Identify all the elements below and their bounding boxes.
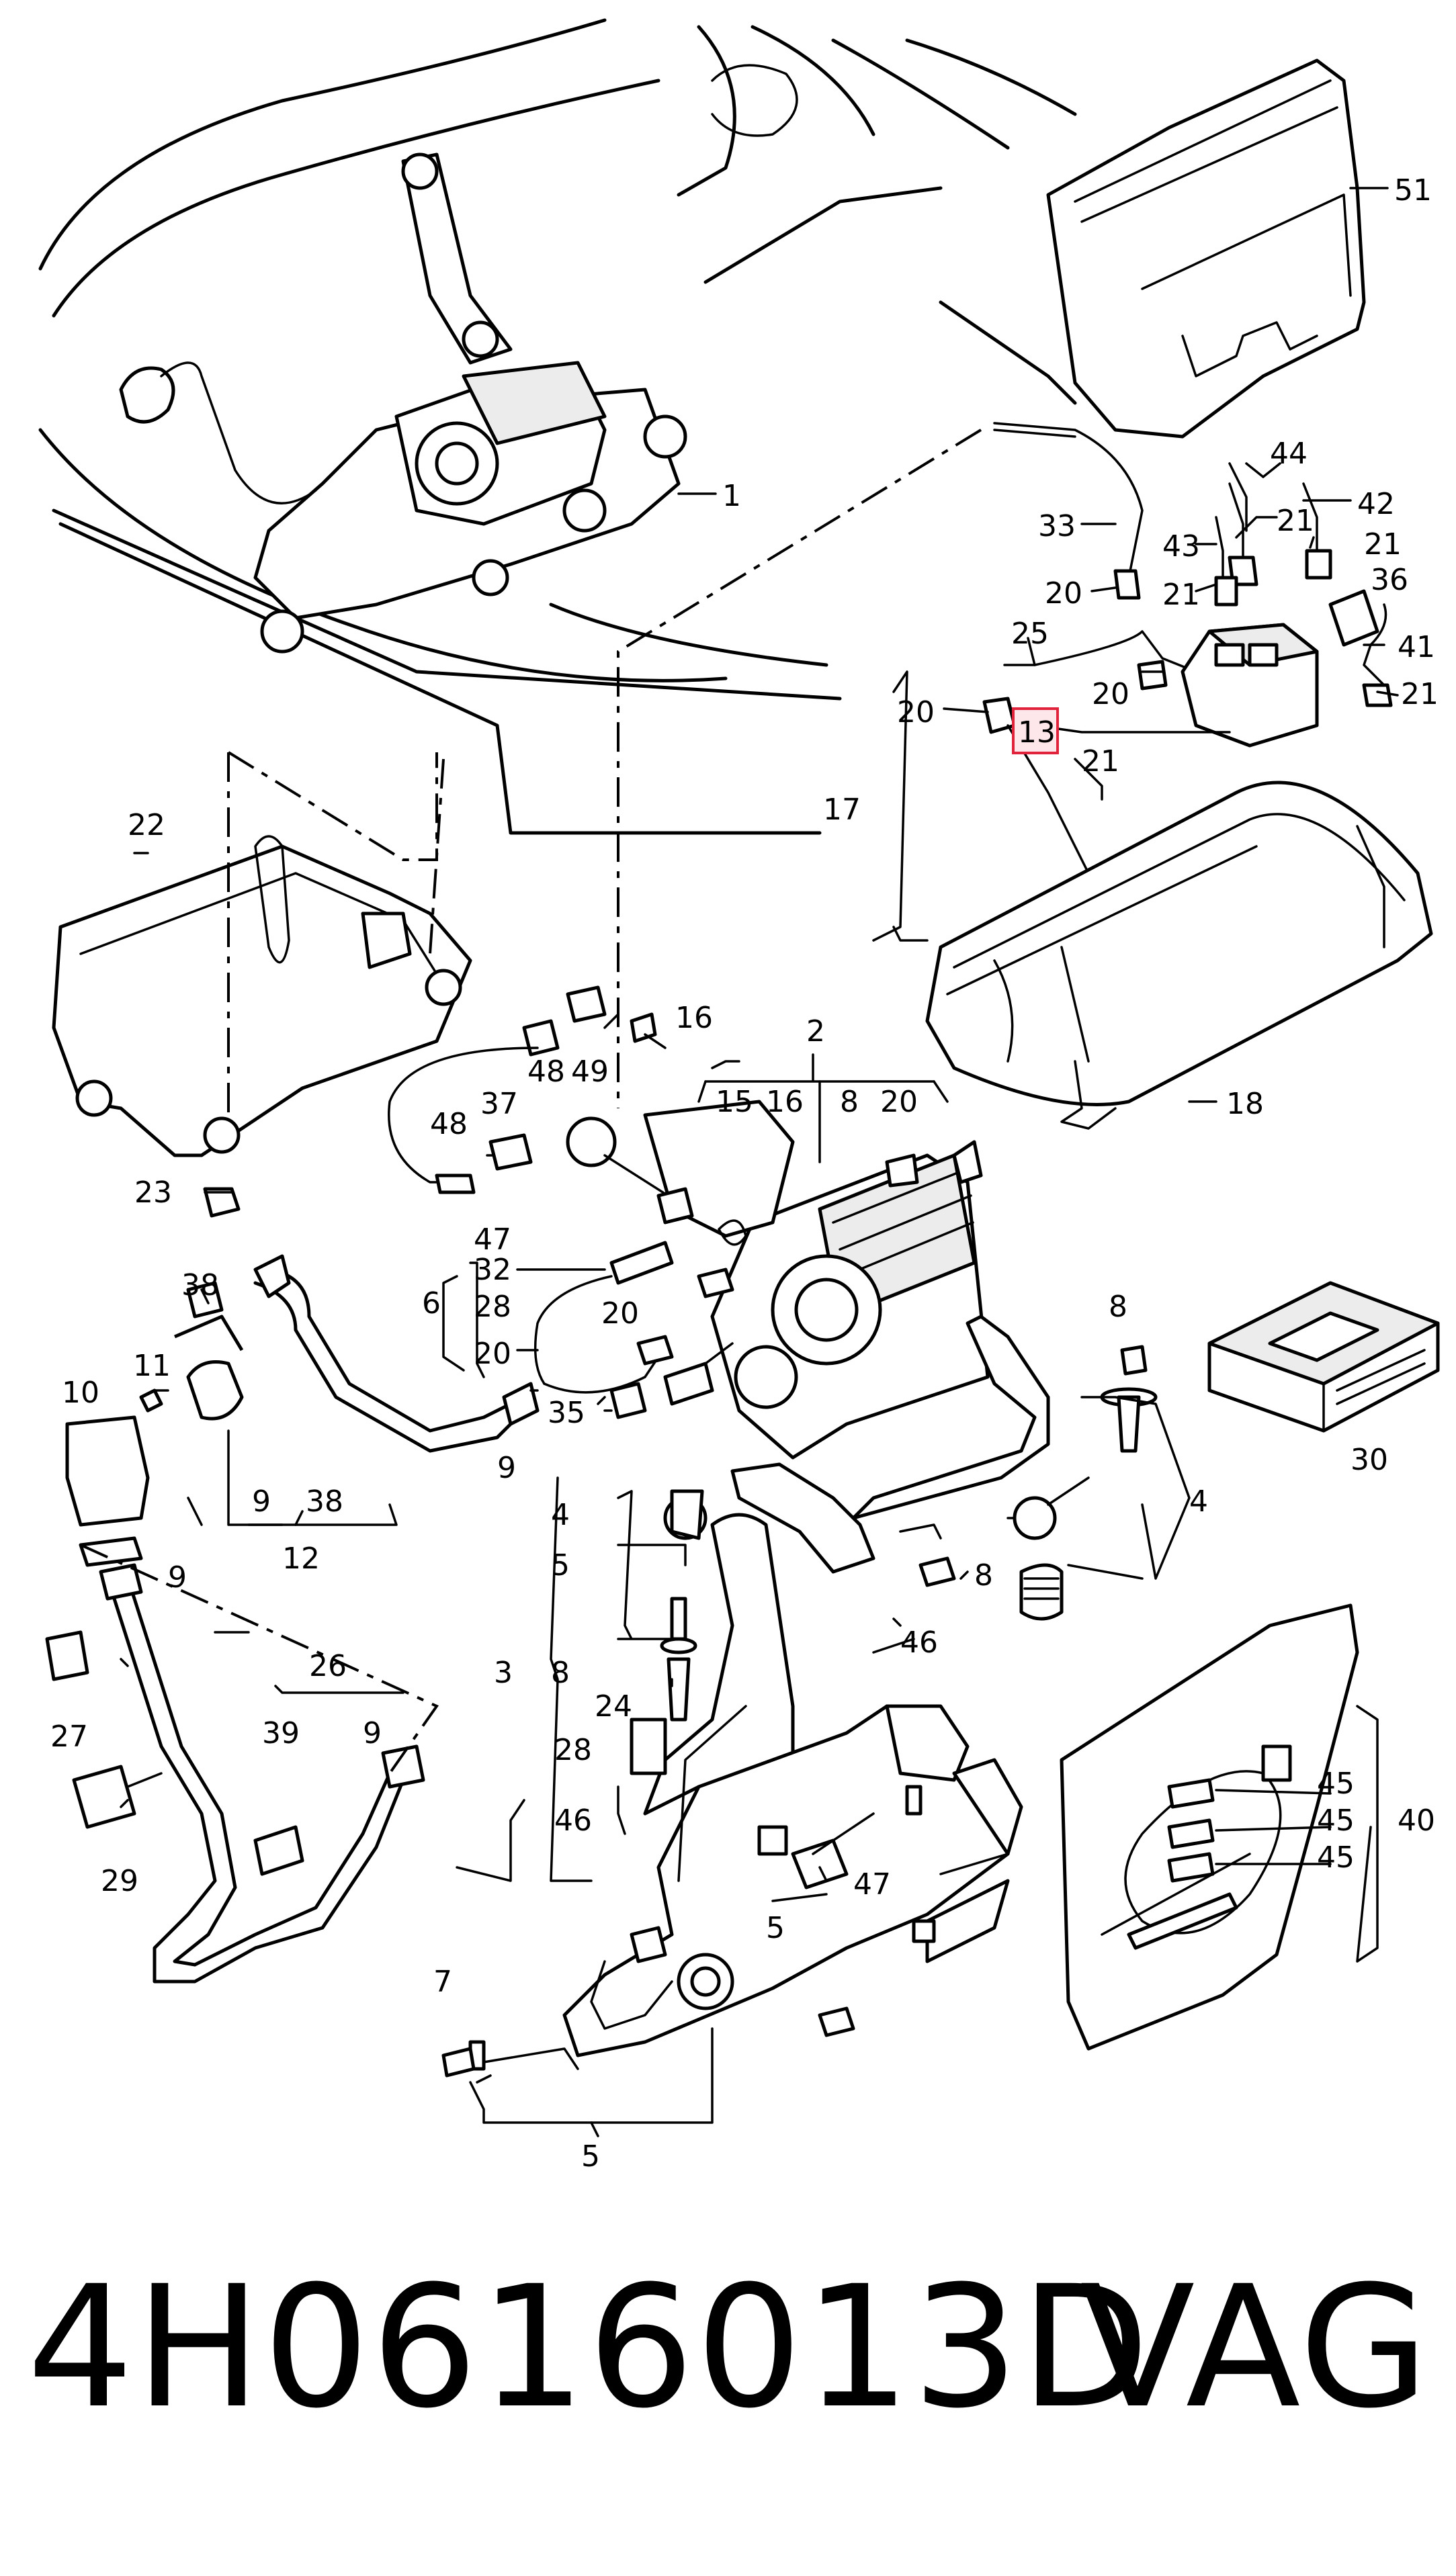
callout-20e: 20: [601, 1296, 639, 1331]
heat-shield-part-22: [52, 751, 472, 1218]
callout-17: 17: [823, 793, 861, 827]
callout-45a: 45: [1317, 1767, 1355, 1801]
callout-21e: 21: [1082, 744, 1119, 779]
leader-lines: [120, 187, 1399, 2137]
cover-part-51: [1046, 58, 1366, 439]
vehicle-body-outline: [38, 18, 1077, 835]
callout-7: 7: [433, 1965, 452, 1999]
callout-29: 29: [101, 1864, 138, 1898]
callout-41: 41: [1398, 630, 1435, 664]
callout-45b: 45: [1317, 1804, 1355, 1838]
callout-1: 1: [722, 479, 741, 513]
callout-13: 13: [1018, 715, 1056, 750]
callout-2: 2: [806, 1014, 825, 1049]
callout-27: 27: [50, 1720, 88, 1754]
callout-12: 12: [282, 1542, 320, 1576]
callout-32: 32: [474, 1253, 511, 1287]
callout-39: 39: [262, 1716, 300, 1750]
connection-lines: [80, 429, 982, 1775]
callout-48b: 48: [430, 1107, 468, 1141]
callout-8c: 8: [974, 1558, 993, 1593]
callout-44: 44: [1270, 437, 1308, 471]
repair-kit-bag: [1060, 1603, 1359, 2051]
callout-5b: 5: [766, 1911, 785, 1945]
callout-38b: 38: [306, 1484, 343, 1519]
callout-8d: 8: [551, 1656, 570, 1690]
callout-38a: 38: [181, 1268, 219, 1302]
callout-33: 33: [1038, 509, 1076, 543]
callout-37: 37: [480, 1087, 518, 1121]
callout-28b: 28: [554, 1733, 592, 1767]
callout-20b: 20: [1092, 677, 1129, 711]
intake-hose-group: [45, 1254, 540, 1984]
callout-21d: 21: [1401, 677, 1439, 711]
callout-48a: 48: [527, 1055, 565, 1089]
callout-47b: 47: [853, 1867, 891, 1902]
callout-22: 22: [128, 808, 165, 842]
callout-46a: 46: [900, 1626, 938, 1660]
air-lines-group-6: [533, 1241, 734, 1419]
callout-20f: 20: [474, 1337, 511, 1371]
callout-15: 15: [716, 1085, 753, 1119]
callout-36: 36: [1371, 563, 1408, 597]
subframe: [441, 1513, 1023, 2078]
callout-3: 3: [494, 1656, 513, 1690]
callout-21a: 21: [1277, 504, 1314, 538]
control-unit-part-30: [1207, 1281, 1440, 1433]
callout-5c: 5: [581, 2139, 600, 2174]
callout-28a: 28: [474, 1290, 511, 1324]
callout-9c: 9: [168, 1560, 187, 1595]
callout-24: 24: [595, 1689, 632, 1724]
callout-20c: 20: [897, 695, 935, 729]
callout-9d: 9: [363, 1716, 382, 1750]
callout-labels: 51 1 44 42 21 21 33 43 21 20 36 25 41 20…: [50, 173, 1439, 2174]
callout-20d: 20: [880, 1085, 918, 1119]
callout-45c: 45: [1317, 1840, 1355, 1875]
pressure-sensors: [388, 985, 667, 1194]
footer: 4H0616013D VAG: [0, 2247, 1456, 2448]
callout-21c: 21: [1162, 578, 1200, 612]
callout-35: 35: [548, 1396, 585, 1430]
callout-43: 43: [1162, 529, 1200, 564]
compressor-exploded-part-2: [566, 1100, 990, 1460]
callout-10: 10: [62, 1376, 99, 1410]
callout-9b: 9: [252, 1484, 271, 1519]
mounting-bracket: [660, 1315, 1158, 1722]
callout-16a: 16: [675, 1001, 713, 1035]
callout-8a: 8: [840, 1085, 859, 1119]
callout-46b: 46: [554, 1804, 592, 1838]
installed-compressor-assembly: [119, 152, 687, 654]
callout-13-highlight-box: [1012, 707, 1059, 754]
callout-5a: 5: [551, 1548, 570, 1583]
callout-49: 49: [571, 1055, 609, 1089]
pressure-reservoir: [925, 781, 1433, 1130]
callout-47a: 47: [474, 1223, 511, 1257]
brand-label: VAG: [1080, 2250, 1430, 2445]
callout-26: 26: [309, 1649, 347, 1683]
callout-51: 51: [1394, 173, 1432, 208]
callout-42: 42: [1357, 487, 1395, 521]
callout-20a: 20: [1045, 576, 1082, 611]
callout-23: 23: [134, 1175, 172, 1210]
callout-4a: 4: [551, 1498, 570, 1532]
callout-18: 18: [1226, 1087, 1264, 1121]
callout-8b: 8: [1109, 1290, 1127, 1324]
callout-6: 6: [422, 1286, 441, 1321]
callout-25: 25: [1011, 617, 1049, 651]
callout-16b: 16: [766, 1085, 804, 1119]
callout-40: 40: [1398, 1804, 1435, 1838]
callout-4b: 4: [1189, 1484, 1208, 1519]
callout-9a: 9: [497, 1451, 516, 1485]
callout-21b: 21: [1364, 527, 1402, 562]
callout-30: 30: [1351, 1443, 1388, 1477]
callout-11: 11: [133, 1349, 171, 1383]
part-number: 4H0616013D: [27, 2250, 1151, 2445]
